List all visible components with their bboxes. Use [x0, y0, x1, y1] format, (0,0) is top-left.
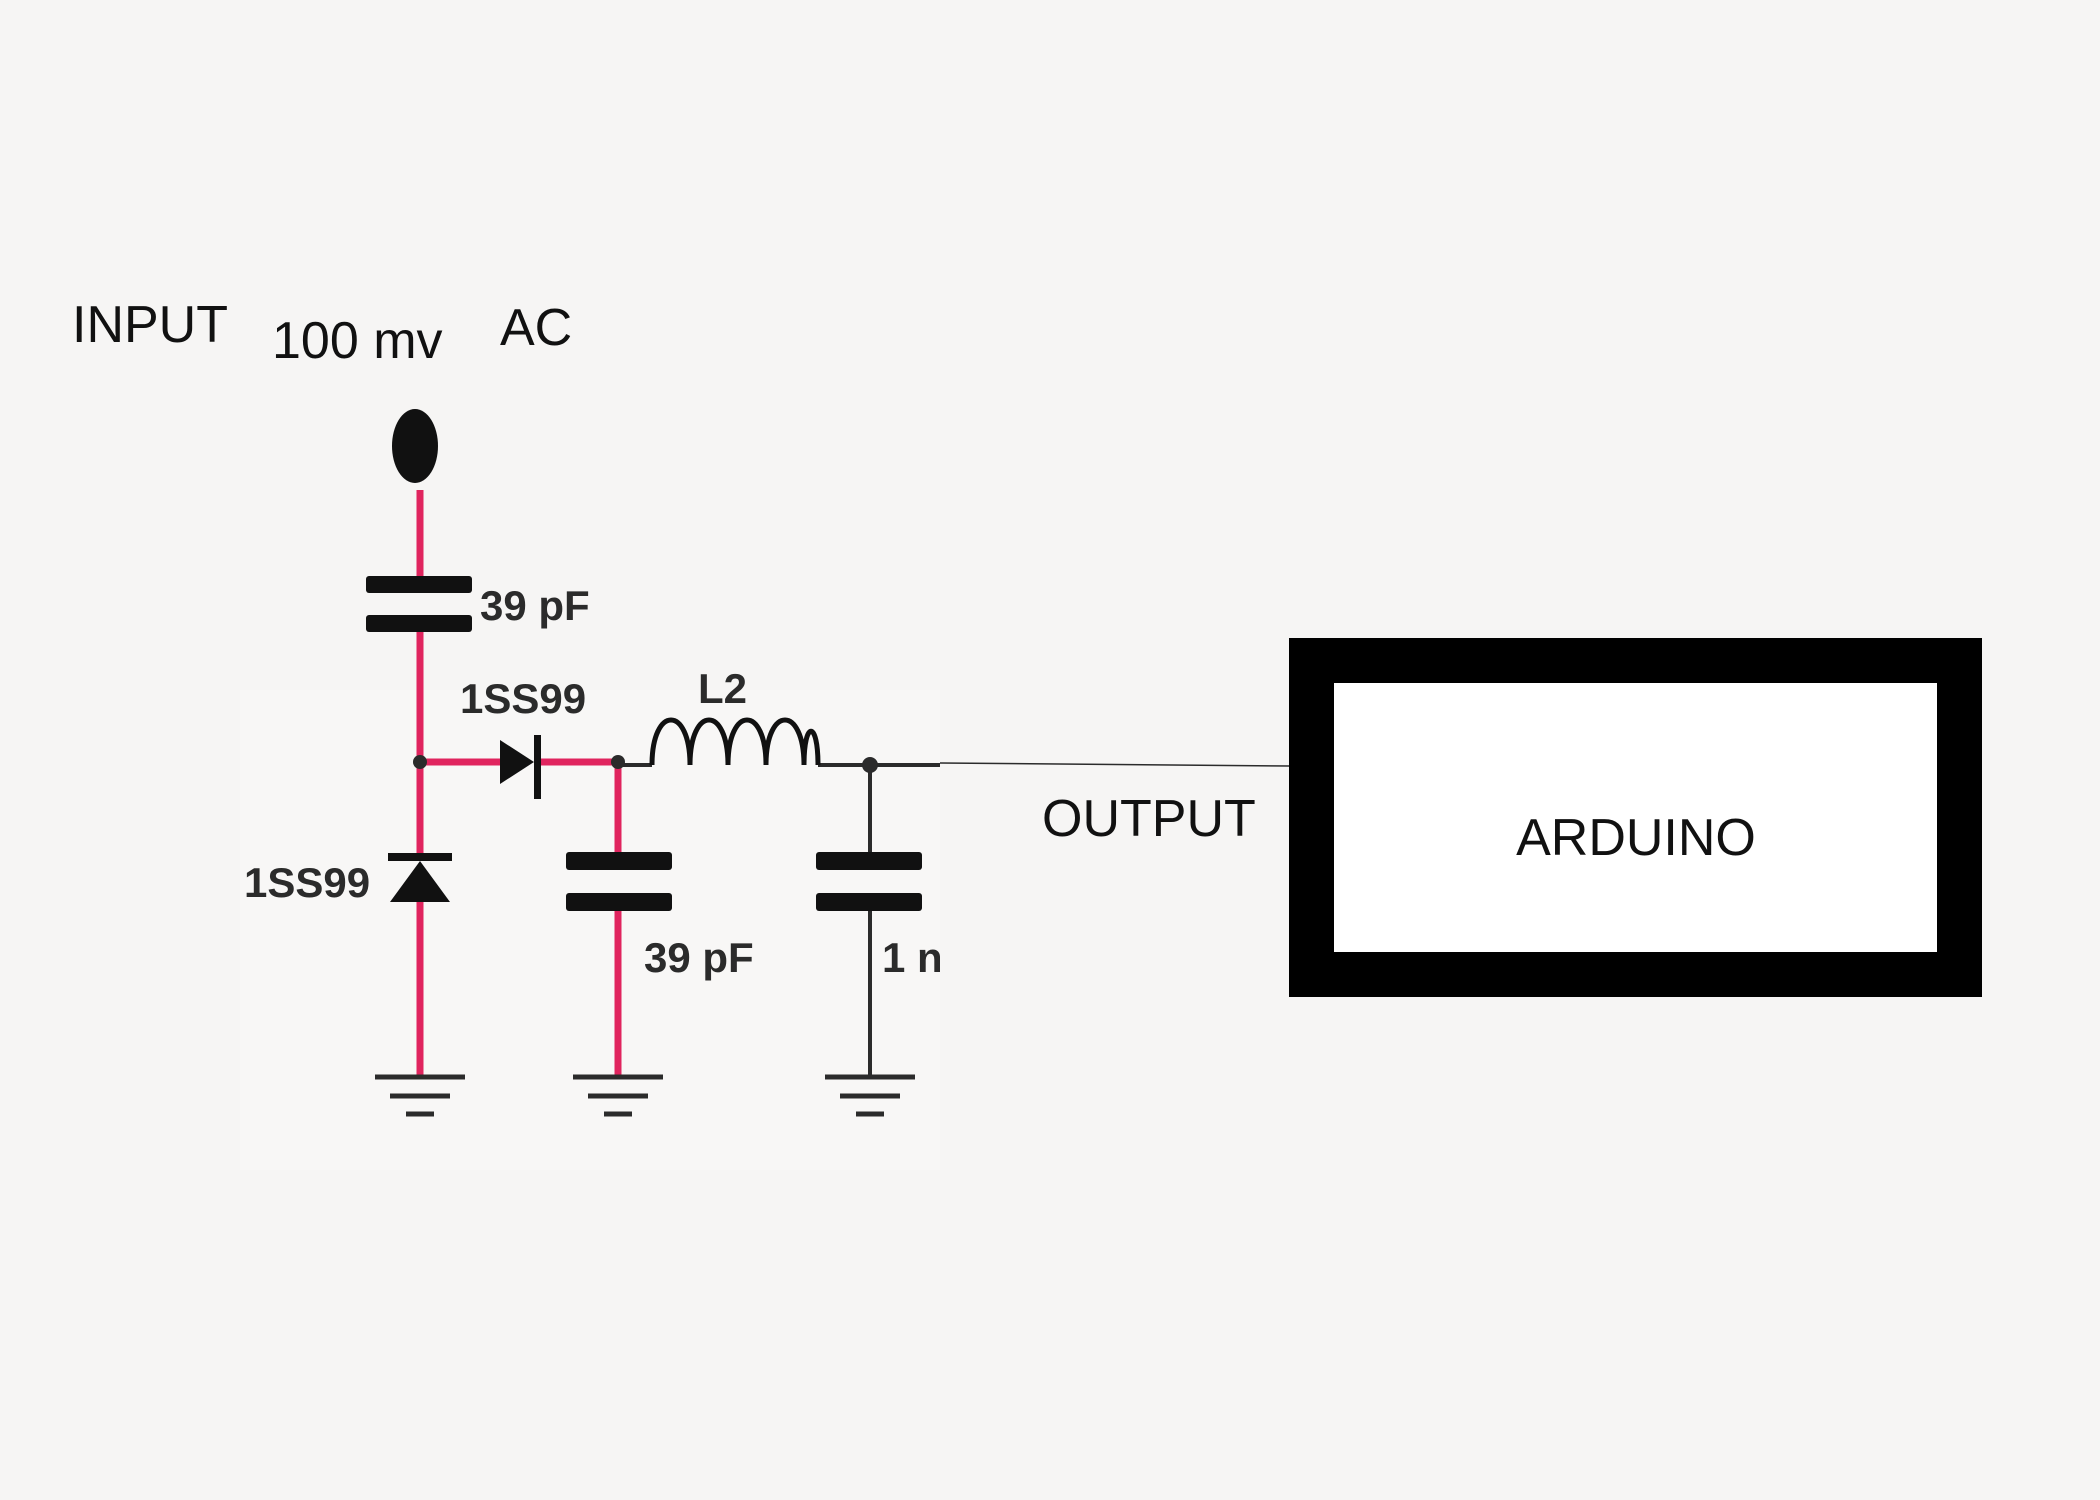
diode-series-label: 1SS99: [460, 675, 586, 722]
capacitor-input-label: 39 pF: [480, 582, 590, 629]
junction-left: [413, 755, 427, 769]
voltage-label: 100 mv: [272, 312, 443, 370]
wire-to-arduino: [939, 762, 1291, 767]
diode-shunt: [388, 853, 452, 902]
input-terminal: [392, 409, 438, 483]
capacitor-shunt-output-label: 1 n: [882, 934, 943, 981]
schematic-panel: [240, 690, 940, 1170]
junction-middle: [611, 755, 625, 769]
capacitor-shunt-middle-label: 39 pF: [644, 934, 754, 981]
output-label: OUTPUT: [1042, 790, 1256, 848]
diode-series: [500, 735, 541, 799]
diode-shunt-label: 1SS99: [244, 859, 370, 906]
label-crop-mask: [940, 930, 980, 990]
capacitor-shunt-output: [816, 852, 922, 911]
capacitor-input: [366, 576, 472, 632]
capacitor-shunt-middle: [566, 852, 672, 911]
ground-left: [375, 1074, 465, 1117]
inductor: [649, 717, 821, 766]
arduino-label: ARDUINO: [1516, 809, 1756, 867]
ground-middle: [573, 1074, 663, 1117]
junction-right: [862, 757, 878, 773]
arduino-block-inner: [1334, 683, 1937, 952]
ground-right: [825, 1074, 915, 1117]
ac-label: AC: [500, 299, 572, 357]
inductor-label: L2: [698, 665, 747, 712]
input-label: INPUT: [72, 296, 228, 354]
signal-wires: [416, 490, 622, 1075]
